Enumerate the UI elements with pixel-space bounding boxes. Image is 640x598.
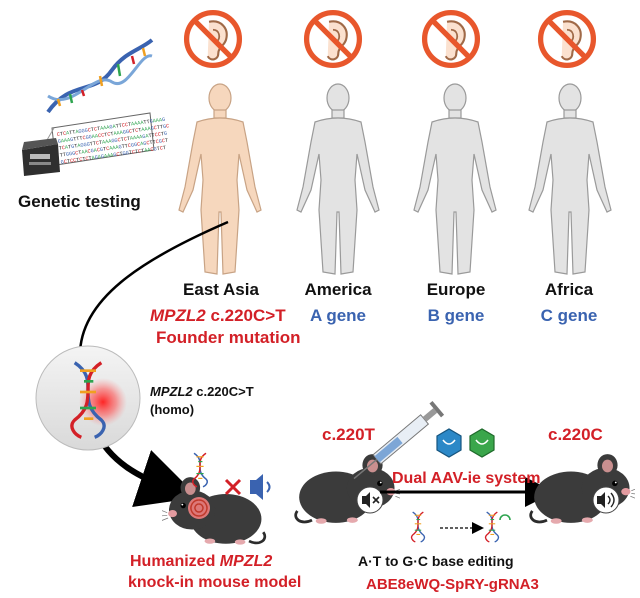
sound-speaker-icon [597,492,615,508]
mouse-model-line1: Humanized MPZL2 [130,553,272,571]
sequence-line: GAAAGTTTCGGAACCTCTAAAGGCTCTAAAGCTTGC [57,123,169,145]
homo-variant: MPZL2 c.220C>T [150,384,254,399]
genetic-testing-label: Genetic testing [18,192,141,211]
sequence-line: TCATGTAGGGTTCTAAAGGCTCTAAAAGATTCCTG [58,131,167,152]
mouse-after [529,452,635,526]
construct-label: ABE8eWQ-SpRY-gRNA3 [366,576,539,593]
region-label: Africa [544,280,594,299]
editing-label: A·T to G·C base editing [358,553,514,569]
region-label: America [304,280,372,299]
homo-variant-code: c.220C>T [192,384,254,399]
homo-gene-name: MPZL2 [150,384,193,399]
after-allele-label: c.220C [548,425,603,444]
aav-capsid-icon [436,428,462,458]
population-africa [528,13,612,275]
mute-speaker-icon [362,492,380,508]
syringe-icon [353,400,445,480]
founder-gene-name: MPZL2 [150,306,206,325]
no-hearing-icon [541,13,594,66]
testing-to-variant-arc [78,220,229,356]
no-hearing-icon [307,13,360,66]
sequencer-icon [22,138,60,176]
founder-variant: MPZL2 c.220C>T [150,306,286,326]
population-east-asia [178,13,262,275]
region-label: Europe [426,280,486,299]
sequence-line: GCTCCTCTCTAGAGAAAGCTGGTCTCTAACGTCT [60,145,166,166]
dna-helix-icon [410,511,426,543]
editor-icon [499,514,511,521]
founder-variant-code: c.220C>T [205,306,286,325]
mouse-model-line2: knock-in mouse model [128,574,302,591]
knock-in-mouse [162,452,271,547]
no-hearing-icon [425,13,478,66]
gene-label: C gene [540,306,598,325]
no-hearing-icon [187,13,240,66]
sequence-line: TTGGGCTAACGACGTCAAAGTTCGGCAGCTTCGCT [59,138,168,159]
delivery-system-label: Dual AAV-ie system [392,470,541,487]
sequence-sheet: CTCATTAGGGCTCTAAAGATTCCTAAAATTGAAAGGAAAG… [39,112,170,166]
founder-subtitle: Founder mutation [156,328,301,347]
dna-helix-icon [46,38,154,114]
gene-label: B gene [427,306,485,325]
homo-zygosity: (homo) [150,402,195,417]
dna-helix-icon [484,511,500,543]
mouse-model-prefix: Humanized [130,553,220,570]
before-allele-label: c.220T [322,425,375,444]
population-europe [413,13,497,275]
gene-label: A gene [309,306,367,325]
variant-circle [35,345,141,451]
sequence-line: CTCATTAGGGCTCTAAAGATTCCTAAAATTGAAAG [56,117,165,138]
population-america [296,13,380,275]
mute-speaker-icon [250,474,271,500]
mouse-model-gene: MPZL2 [219,553,273,570]
aav-capsid-icon [469,428,495,458]
mouse-before [294,452,400,526]
region-label: East Asia [183,280,259,299]
